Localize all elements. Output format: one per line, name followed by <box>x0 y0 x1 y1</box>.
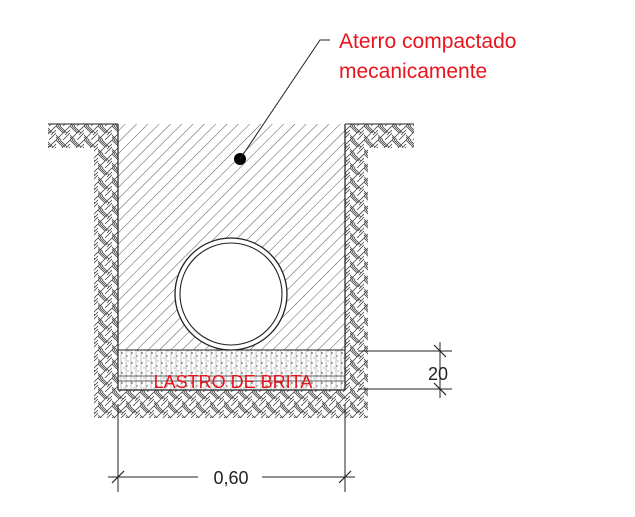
height-dimension <box>358 342 452 398</box>
callout-label-line2: mecanicamente <box>339 60 487 83</box>
callout-leader <box>234 39 330 165</box>
gravel-bed-label: LASTRO DE BRITA <box>154 372 313 392</box>
pipe-section <box>174 237 288 351</box>
width-dimension-label: 0,60 <box>213 468 248 488</box>
gravel-bed <box>118 350 345 390</box>
callout-label-line1: Aterro compactado <box>339 30 516 53</box>
height-dimension-label: 20 <box>428 364 448 384</box>
soil-bottom <box>94 390 368 418</box>
soil-left <box>48 123 118 390</box>
width-dimension <box>108 404 355 492</box>
soil-right <box>345 123 414 390</box>
